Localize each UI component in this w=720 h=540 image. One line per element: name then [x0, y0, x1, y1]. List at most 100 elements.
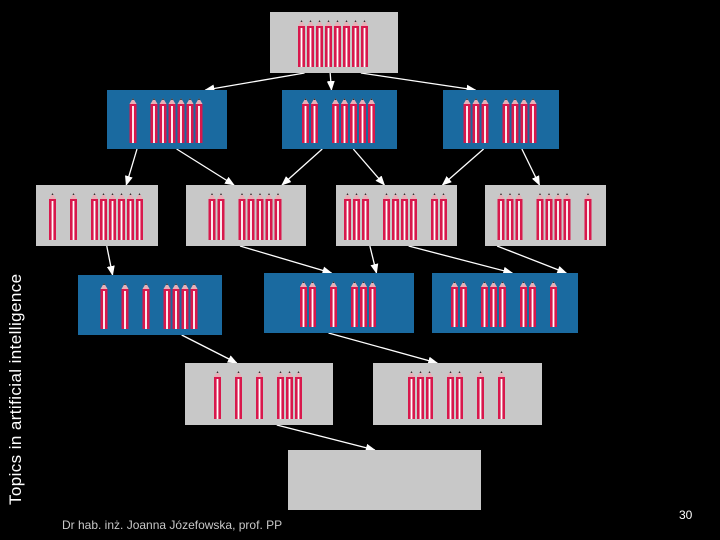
- pencil-icon: [332, 98, 339, 143]
- pencil-icon: [451, 281, 458, 327]
- pencil-group: [49, 193, 56, 240]
- pencil-icon: [307, 20, 314, 67]
- pencil-group: [536, 193, 571, 240]
- pencil-icon: [49, 193, 56, 240]
- pencil-icon: [70, 193, 77, 240]
- node-box-root: [270, 12, 398, 73]
- node-box-l4-right: [373, 363, 542, 425]
- pencil-icon: [401, 193, 408, 240]
- pencil-group: [383, 193, 417, 240]
- pencil-icon: [351, 281, 358, 327]
- pencil-icon: [172, 283, 180, 329]
- pencil-group: [302, 98, 318, 143]
- pencil-icon: [136, 193, 143, 240]
- pencil-icon: [325, 20, 332, 67]
- pencil-icon: [506, 193, 514, 240]
- pencil-group: [463, 98, 489, 143]
- pencil-icon: [392, 193, 399, 240]
- edge-arrow-l3-left-to-l4-left: [181, 334, 238, 364]
- pencil-icon: [309, 281, 316, 327]
- pencil-icon: [256, 193, 264, 240]
- pencil-icon: [150, 98, 158, 143]
- pencil-icon: [529, 281, 536, 327]
- pencil-group: [477, 371, 484, 419]
- pencil-icon: [298, 20, 305, 67]
- pencil-icon: [499, 281, 506, 327]
- pencil-icon: [360, 281, 367, 327]
- pencil-icon: [447, 371, 454, 419]
- pencil-group: [332, 98, 375, 143]
- edges-layer: [106, 72, 568, 452]
- pencil-icon: [316, 20, 323, 67]
- pencil-group: [298, 20, 368, 67]
- edge-arrow-root-to-l1-left: [204, 72, 305, 93]
- pencil-group: [497, 193, 523, 240]
- pencil-icon: [353, 193, 360, 240]
- pencil-icon: [265, 193, 273, 240]
- node-box-l4-left: [185, 363, 333, 425]
- pencil-group: [330, 281, 337, 327]
- pencil-icon: [536, 193, 544, 240]
- pencil-icon: [334, 20, 341, 67]
- edge-arrow-l2-d-to-l3-right: [496, 245, 568, 274]
- pencil-icon: [440, 193, 447, 240]
- pencil-group: [431, 193, 447, 240]
- edge-arrow-l1-right-to-l2-d: [521, 148, 541, 186]
- pencil-group: [550, 281, 557, 327]
- pencil-group: [121, 283, 129, 329]
- node-box-background: [186, 185, 306, 246]
- pencil-icon: [195, 98, 203, 143]
- pencil-icon: [350, 98, 357, 143]
- pencil-group: [129, 98, 137, 143]
- pencil-icon: [177, 98, 185, 143]
- pencil-group: [447, 371, 463, 419]
- pencil-icon: [277, 371, 284, 419]
- pencil-group: [351, 281, 376, 327]
- pencil-group: [208, 193, 225, 240]
- pencil-icon: [481, 98, 489, 143]
- pencil-group: [498, 371, 505, 419]
- pencil-icon: [472, 98, 480, 143]
- node-box-l2-a: [36, 185, 158, 246]
- boxes-layer: [36, 12, 606, 510]
- pencil-group: [502, 98, 537, 143]
- edge-arrow-l2-b-to-l3-middle: [239, 245, 333, 275]
- pencil-icon: [118, 193, 125, 240]
- edge-arrow-l1-middle-to-l2-c: [352, 148, 386, 186]
- pencil-icon: [330, 281, 337, 327]
- pencil-icon: [163, 283, 171, 329]
- pencil-icon: [456, 371, 463, 419]
- pencil-icon: [109, 193, 116, 240]
- pencil-icon: [361, 20, 368, 67]
- pencil-icon: [247, 193, 255, 240]
- pencil-icon: [343, 20, 350, 67]
- pencil-group: [150, 98, 203, 143]
- edge-arrow-l1-middle-to-l2-b: [281, 148, 323, 186]
- node-box-l1-middle: [282, 90, 397, 149]
- edge-arrow-root-to-l1-middle: [326, 72, 335, 91]
- pencil-icon: [550, 281, 557, 327]
- pencil-icon: [181, 283, 189, 329]
- pencil-icon: [295, 371, 302, 419]
- pencil-icon: [481, 281, 488, 327]
- pencil-icon: [368, 98, 375, 143]
- node-box-background: [288, 450, 481, 510]
- pencil-icon: [498, 371, 505, 419]
- pencil-group: [163, 283, 198, 329]
- pencil-icon: [554, 193, 562, 240]
- slide-page-number: 30: [679, 508, 693, 522]
- pencil-icon: [584, 193, 592, 240]
- pencil-icon: [410, 193, 417, 240]
- edge-arrow-l2-c-to-l3-right: [408, 245, 514, 275]
- pencil-icon: [190, 283, 198, 329]
- pencil-group: [235, 371, 242, 419]
- edge-arrow-l1-left-to-l2-b: [176, 148, 235, 186]
- pencil-icon: [142, 283, 150, 329]
- pencil-group: [300, 281, 316, 327]
- node-box-background: [107, 90, 227, 149]
- edge-arrow-l2-a-to-l3-left: [106, 245, 115, 276]
- pencil-icon: [129, 98, 137, 143]
- pencil-group: [142, 283, 150, 329]
- node-box-l1-right: [443, 90, 559, 149]
- pencil-group: [70, 193, 77, 240]
